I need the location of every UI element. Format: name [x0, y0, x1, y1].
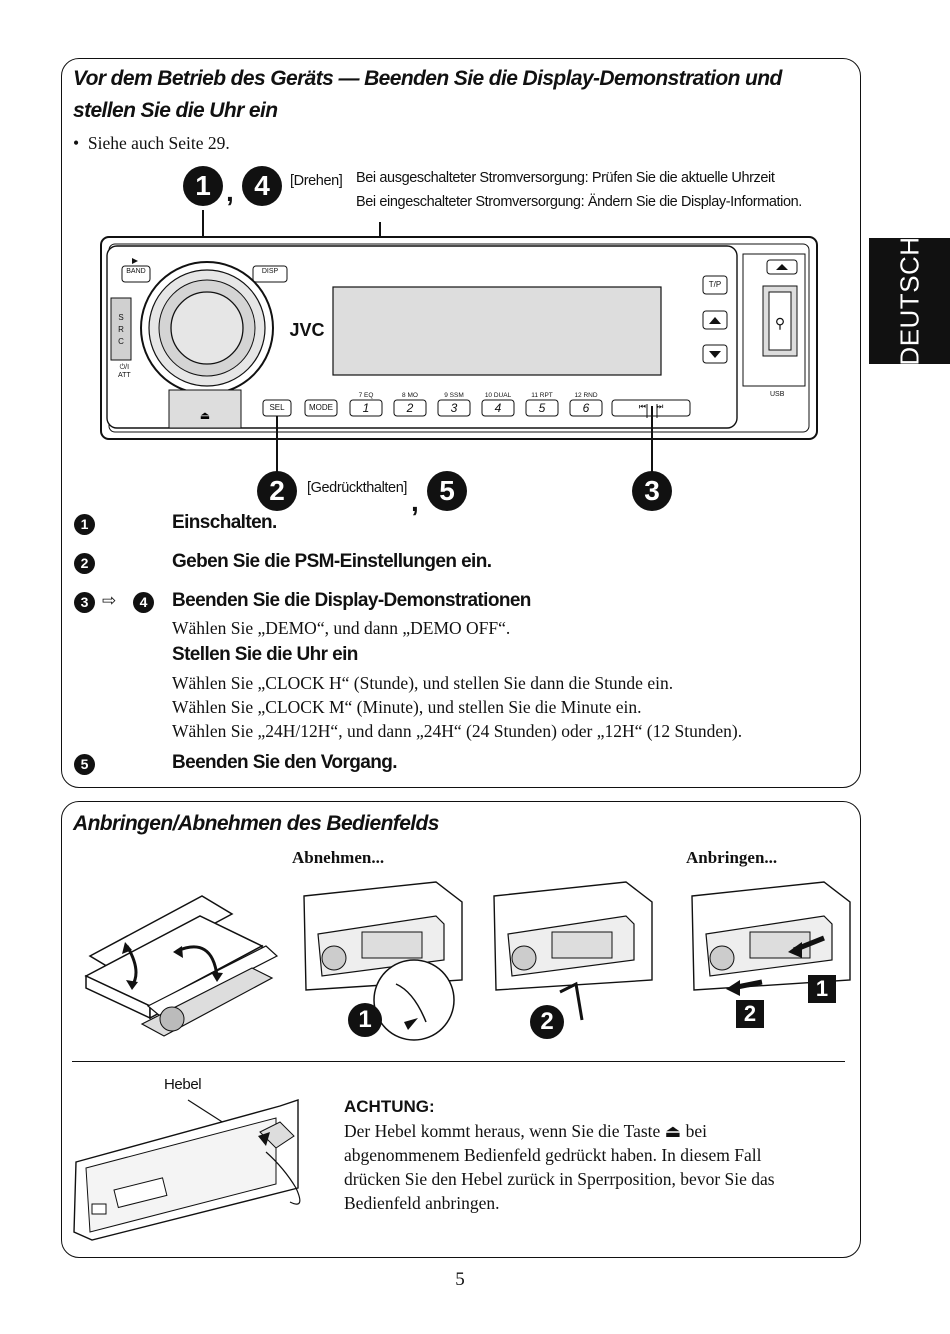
callout-comma-2: , [411, 486, 419, 517]
callout-line-1: Bei ausgeschalteter Stromversorgung: Prü… [356, 170, 775, 186]
preset-1-top: 7 EQ [358, 392, 374, 399]
car-receiver-illustration: ⏏ JVC ⚲ [100, 210, 818, 475]
svg-text:⏏: ⏏ [200, 410, 210, 422]
step-2-number: 2 [74, 553, 95, 574]
preset-4-top: 10 DUAL [484, 392, 512, 399]
detach-number-1: 1 [348, 1003, 382, 1037]
achtung-title: ACHTUNG: [344, 1097, 435, 1116]
section-1-box [61, 58, 861, 788]
detach-step-2-illustration [493, 881, 653, 1021]
attach-number-2: 2 [736, 1000, 764, 1028]
faceplate-case-illustration [84, 895, 279, 1037]
callout-number-3: 3 [632, 471, 672, 511]
src-button[interactable]: S R C [111, 312, 131, 348]
band-button[interactable]: BAND [126, 268, 146, 275]
see-also-text: Siehe auch Seite 29. [87, 133, 230, 153]
attach-number-1: 1 [808, 975, 836, 1003]
language-tab: DEUTSCH [869, 236, 950, 366]
callout-drehen: [Drehen] [290, 173, 343, 189]
callout-comma: , [226, 176, 234, 207]
step-1-heading: Einschalten. [172, 512, 277, 533]
preset-5-top: 11 RPT [531, 392, 553, 399]
page-number: 5 [455, 1269, 465, 1290]
see-also-note: • Siehe auch Seite 29. [73, 133, 230, 154]
section-2-box [61, 801, 861, 1258]
src-letter: S [118, 313, 124, 322]
preset-3-button[interactable]: 3 [450, 401, 458, 415]
preset-5-button[interactable]: 5 [538, 401, 546, 415]
clock-line-1: Wählen Sie „CLOCK H“ (Stunde), und stell… [172, 673, 674, 693]
src-letter: C [118, 337, 124, 346]
achtung-line-3: drücken Sie den Hebel zurück in Sperrpos… [344, 1169, 775, 1189]
preset-2-top: 8 MO [402, 392, 418, 399]
step-3-heading: Beenden Sie die Display-Demonstrationen [172, 590, 531, 611]
clock-line-3: Wählen Sie „24H/12H“, und dann „24H“ (24… [172, 721, 743, 741]
arrow-icon: ⇨ [102, 591, 117, 611]
callout-line-2: Bei eingeschalteter Stromversorgung: Änd… [356, 194, 802, 210]
anbringen-label: Anbringen... [686, 848, 778, 867]
step-3-body: Wählen Sie „DEMO“, und dann „DEMO OFF“. [172, 618, 511, 638]
language-tab-label: DEUTSCH [894, 236, 924, 366]
step-2-heading: Geben Sie die PSM-Einstellungen ein. [172, 551, 492, 572]
achtung-line-2: abgenommenem Bedienfeld gedrückt haben. … [344, 1145, 762, 1165]
clock-line-2: Wählen Sie „CLOCK M“ (Minute), und stell… [172, 697, 642, 717]
svg-text:JVC: JVC [289, 320, 324, 340]
skip-back-icon: ⏮ [638, 402, 646, 411]
preset-1-button[interactable]: 1 [362, 401, 370, 415]
detach-step-1-illustration [303, 881, 463, 1041]
usb-label: USB [770, 391, 785, 398]
att-label: ATT [118, 372, 131, 379]
achtung-line-4: Bedienfeld anbringen. [344, 1193, 500, 1213]
tp-button[interactable]: T/P [708, 280, 722, 289]
step-5-heading: Beenden Sie den Vorgang. [172, 752, 398, 773]
callout-gedrueckthalten: [Gedrückthalten] [307, 480, 407, 496]
svg-text:⚲: ⚲ [775, 317, 785, 332]
callout-number-5: 5 [427, 471, 467, 511]
callout-number-2: 2 [257, 471, 297, 511]
mode-button[interactable]: MODE [309, 403, 333, 412]
detach-number-2: 2 [530, 1005, 564, 1039]
bullet-icon: • [73, 133, 88, 153]
clock-heading: Stellen Sie die Uhr ein [172, 644, 358, 665]
achtung-line-1: Der Hebel kommt heraus, wenn Sie die Tas… [344, 1121, 707, 1141]
abnehmen-label: Abnehmen... [292, 848, 385, 867]
attach-illustration [691, 881, 851, 996]
step-1-number: 1 [74, 514, 95, 535]
section-2-title: Anbringen/Abnehmen des Bedienfelds [73, 812, 439, 835]
step-5-number: 5 [74, 754, 95, 775]
hebel-label: Hebel [164, 1076, 202, 1093]
callout-number-1: 1 [183, 166, 223, 206]
step-3-number: 3 [74, 592, 95, 613]
att-button[interactable]: ⏻/I ATT [118, 364, 131, 380]
power-icon: ⏻/I [119, 364, 130, 371]
preset-2-button[interactable]: 2 [406, 401, 414, 415]
preset-6-button[interactable]: 6 [582, 401, 590, 415]
skip-forward-icon: ⏭ [656, 402, 664, 411]
section-2-divider [72, 1061, 845, 1062]
preset-6-top: 12 RND [574, 392, 598, 399]
src-letter: R [118, 325, 124, 334]
sel-button[interactable]: SEL [269, 403, 285, 412]
section-1-title: Vor dem Betrieb des Geräts — Beenden Sie… [73, 67, 782, 122]
preset-4-button[interactable]: 4 [494, 401, 502, 415]
disp-button[interactable]: DISP [261, 268, 279, 275]
step-4-number: 4 [133, 592, 154, 613]
skip-buttons[interactable]: ⏮ ⏭ [612, 402, 690, 412]
lever-illustration [73, 1099, 301, 1241]
preset-3-top: 9 SSM [444, 392, 464, 399]
callout-number-4: 4 [242, 166, 282, 206]
